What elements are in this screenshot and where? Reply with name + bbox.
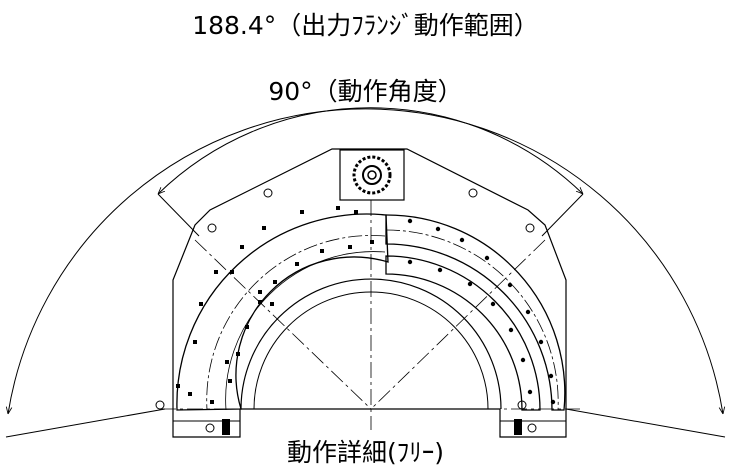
outer-extension-left — [5, 408, 166, 438]
outer-dimension-arc — [8, 108, 723, 414]
left-flange-segment — [176, 213, 389, 411]
outer-extension-right — [565, 408, 726, 438]
center-line-diag-right — [370, 239, 546, 410]
mount-hole — [207, 223, 217, 233]
inner-dimension-arc — [158, 107, 583, 194]
caption-label: 動作詳細(ﾌﾘｰ) — [286, 438, 444, 467]
outer-range-label: 188.4°（出力ﾌﾗﾝｼﾞ動作範囲） — [192, 11, 539, 40]
inner-bore — [240, 278, 502, 410]
center-line-diag-left — [194, 239, 372, 410]
base-plate-outline — [172, 148, 567, 438]
inner-extension-left — [157, 193, 200, 237]
inner-extension-right — [541, 193, 584, 237]
motor-flange — [352, 155, 392, 195]
right-bearing-ring — [385, 214, 566, 411]
inner-range-label: 90°（動作角度） — [268, 77, 463, 106]
motor-block — [339, 149, 405, 201]
